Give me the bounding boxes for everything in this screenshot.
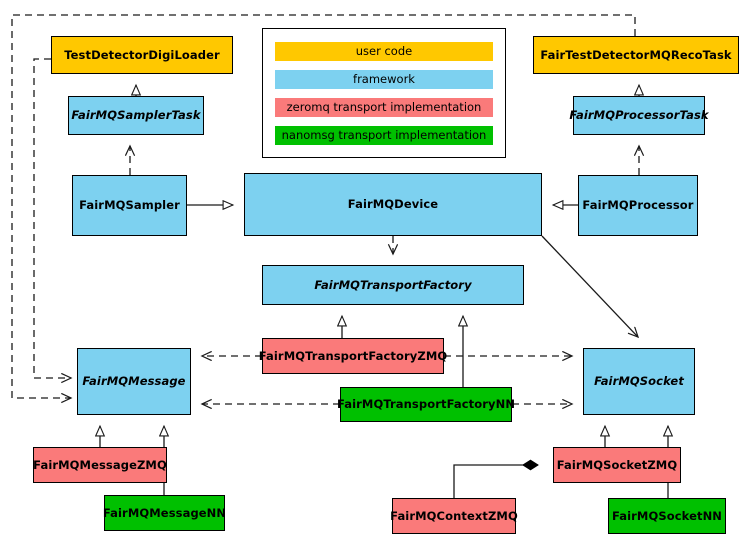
class-label-fairmqsamplertask: FairMQSamplerTask (71, 108, 201, 123)
class-box-fairmqprocessor[interactable]: FairMQProcessor (578, 175, 698, 236)
class-label-fairmqtransportfactorynn: FairMQTransportFactoryNN (336, 397, 516, 412)
legend-label-framework: framework (353, 72, 415, 86)
class-box-fairmqsamplertask[interactable]: FairMQSamplerTask (68, 96, 204, 135)
class-label-fairmqtransportfactoryzmq: FairMQTransportFactoryZMQ (258, 348, 448, 363)
edge-contextzmq-to-socketzmq (453, 465, 538, 498)
legend-item-nanomsg: nanomsg transport implementation (275, 125, 493, 145)
class-label-fairmqmessagenn: FairMQMessageNN (102, 505, 227, 520)
edge-device-to-socket (541, 235, 638, 337)
class-label-fairmqsampler: FairMQSampler (79, 198, 180, 213)
class-box-fairmqmessage[interactable]: FairMQMessage (77, 348, 191, 415)
class-box-fairmqsocketzmq[interactable]: FairMQSocketZMQ (553, 447, 681, 483)
class-label-fairmqdevice: FairMQDevice (347, 197, 439, 212)
class-label-fairmqcontextzmq: FairMQContextZMQ (390, 508, 518, 523)
class-box-fairmqsocketnn[interactable]: FairMQSocketNN (608, 498, 726, 534)
legend-label-zeromq: zeromq transport implementation (286, 100, 482, 114)
class-box-fairmqmessagenn[interactable]: FairMQMessageNN (102, 495, 227, 531)
class-label-fairmqsocket: FairMQSocket (594, 374, 684, 389)
class-label-fairmqtransportfactory: FairMQTransportFactory (314, 277, 472, 292)
class-box-fairtestdetectormqrecotask[interactable]: FairTestDetectorMQRecoTask (533, 36, 739, 74)
class-label-fairmqprocessor: FairMQProcessor (582, 198, 694, 213)
legend-item-framework: framework (275, 69, 493, 89)
class-box-fairmqtransportfactorynn[interactable]: FairMQTransportFactoryNN (336, 387, 516, 422)
legend-item-user-code: user code (275, 41, 493, 61)
class-label-fairmqmessagezmq: FairMQMessageZMQ (33, 457, 167, 472)
legend-label-nanomsg: nanomsg transport implementation (281, 128, 487, 142)
class-box-fairmqsampler[interactable]: FairMQSampler (72, 175, 187, 236)
class-box-fairmqcontextzmq[interactable]: FairMQContextZMQ (390, 498, 518, 534)
legend-label-user-code: user code (355, 44, 413, 58)
class-box-testdetectordigiloader[interactable]: TestDetectorDigiLoader (51, 36, 233, 74)
edge-digiloader-to-message (33, 58, 71, 378)
class-label-fairmqsocketnn: FairMQSocketNN (611, 508, 723, 523)
legend: user code framework zeromq transport imp… (262, 28, 506, 158)
class-box-fairmqprocessortask[interactable]: FairMQProcessorTask (569, 96, 709, 135)
class-box-fairmqtransportfactoryzmq[interactable]: FairMQTransportFactoryZMQ (259, 338, 447, 374)
class-box-fairmqtransportfactory[interactable]: FairMQTransportFactory (262, 265, 524, 305)
class-box-fairmqsocket[interactable]: FairMQSocket (583, 348, 695, 415)
class-box-fairmqdevice[interactable]: FairMQDevice (244, 173, 542, 236)
class-box-fairmqmessagezmq[interactable]: FairMQMessageZMQ (33, 447, 167, 483)
class-label-fairmqmessage: FairMQMessage (82, 374, 186, 389)
class-label-fairmqprocessortask: FairMQProcessorTask (569, 108, 709, 123)
class-label-fairtestdetectormqrecotask: FairTestDetectorMQRecoTask (540, 47, 732, 62)
legend-item-zeromq: zeromq transport implementation (275, 97, 493, 117)
class-label-fairmqsocketzmq: FairMQSocketZMQ (556, 457, 678, 472)
class-label-testdetectordigiloader: TestDetectorDigiLoader (64, 47, 220, 62)
